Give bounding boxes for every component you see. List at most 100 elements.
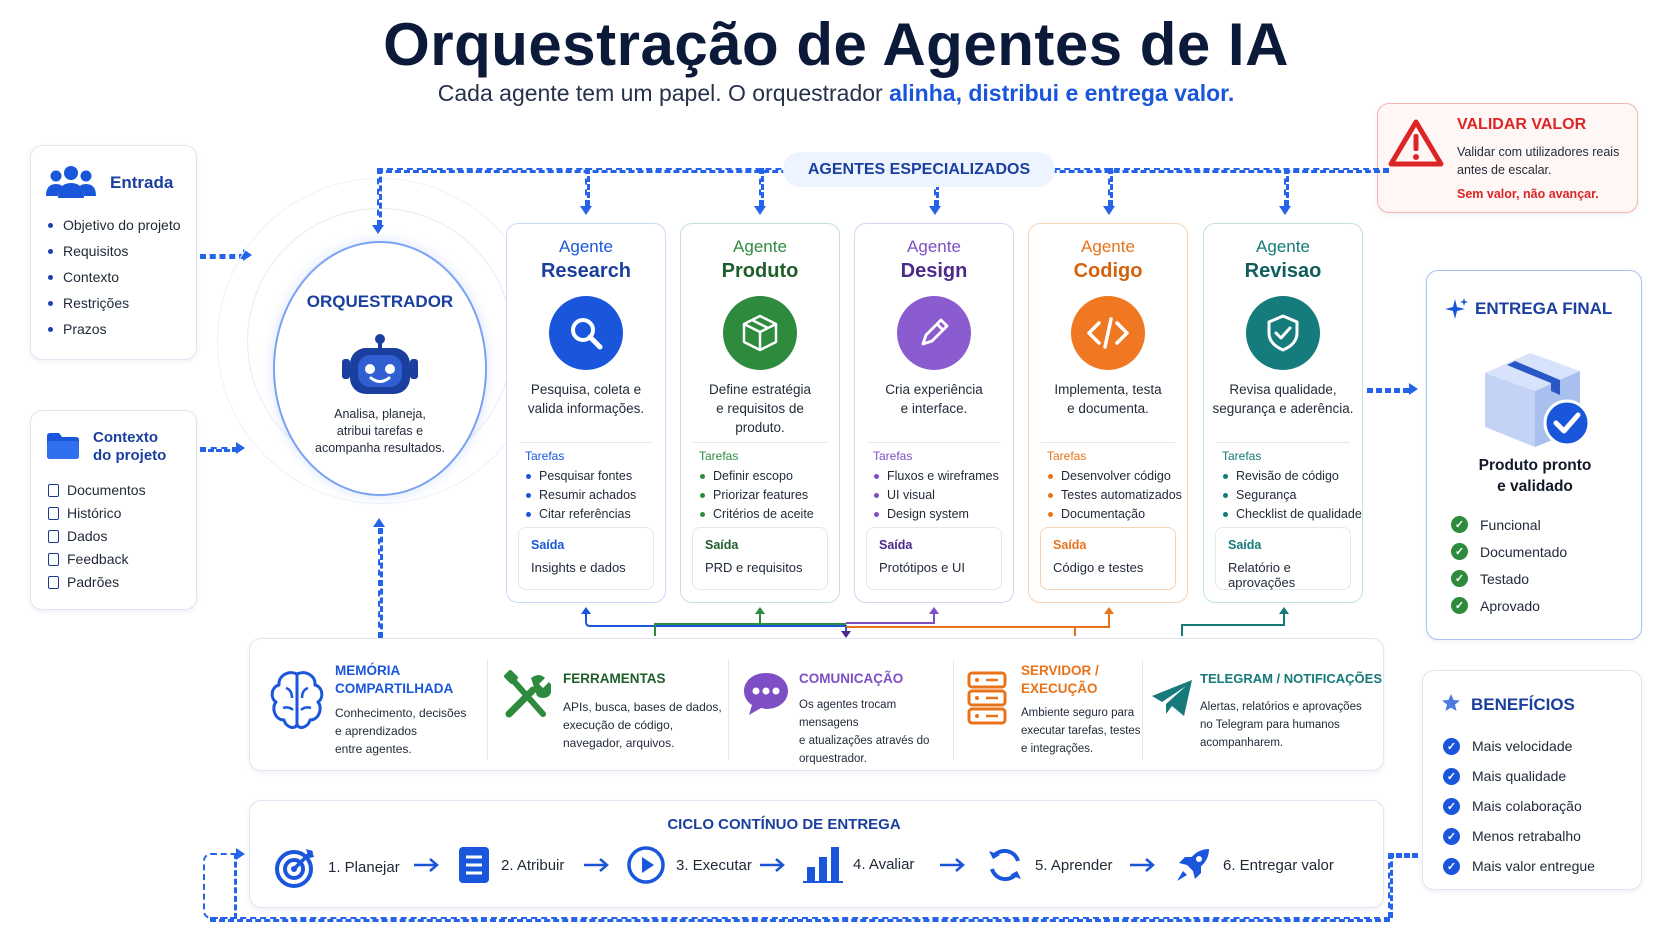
input-title: Entrada [110,173,174,192]
final-checklist: ✓Funcional ✓Documentado ✓Testado ✓Aprova… [1451,511,1567,619]
document-icon [48,507,59,520]
refresh-icon [989,848,1021,882]
pen-icon [897,296,971,370]
step-label: 6. Entregar valor [1223,856,1334,874]
package-check-icon [1485,353,1591,447]
list-item: UI visual [873,486,1013,505]
context-list: Documentos Histórico Dados Feedback Padr… [48,479,146,594]
final-arrow-line [1367,388,1409,393]
agent-description: Revisa qualidade,segurança e aderência. [1204,380,1362,436]
agent-prefix: Agente [1256,237,1310,256]
desc-line: Implementa, testa [1054,382,1162,397]
agent-connector [585,168,590,206]
document-icon [48,484,59,497]
list-item: Fluxos e wireframes [873,467,1013,486]
list-item-label: Dados [67,528,108,544]
context-arrow-head [236,442,245,454]
list-item: Desenvolver código [1047,467,1187,486]
desc-line: Os agentes trocam mensagens [799,699,897,729]
list-item: Feedback [48,548,146,571]
desc-line: segurança e aderência. [1212,401,1354,416]
final-title: ENTREGA FINAL [1475,299,1613,318]
agent-arrow-head [754,206,766,215]
list-item: Segurança [1222,486,1362,505]
desc-line: orquestrador. [799,753,867,765]
list-item-label: Documentado [1480,543,1568,560]
divider [953,660,954,760]
server-icon [967,671,1007,725]
list-item: Critérios de aceite [699,505,839,524]
context-title-1: Contexto [93,429,158,446]
folder-icon [47,433,79,459]
check-icon: ✓ [1451,516,1468,533]
step-label: 2. Atribuir [501,856,565,874]
list-item-label: Mais velocidade [1472,738,1573,754]
list-item: ✓Documentado [1451,538,1567,565]
divider [1041,442,1175,443]
subtitle-highlight: alinha, distribui e entrega valor. [889,80,1235,106]
agent-name: Research [540,260,632,282]
divider [693,442,827,443]
agent-card-revisao: Agente Revisao Revisa qualidade,seguranç… [1203,223,1363,603]
list-item: ✓Mais colaboração [1443,791,1595,821]
agent-arrow-head [1279,206,1291,215]
desc-line: entre agentes. [335,742,412,756]
play-icon [627,846,665,884]
divider [867,442,1001,443]
list-item: Dados [48,525,146,548]
desc-line: APIs, busca, bases de dados, [563,700,722,714]
agent-prefix: Agente [733,237,787,256]
check-icon: ✓ [1451,597,1468,614]
robot-icon [342,334,418,394]
desc-line: e atualizações através do [799,735,930,747]
tool-title: COMUNICAÇÃO [799,671,904,686]
desc-line: produto. [735,420,785,435]
tool-memory: MEMÓRIA COMPARTILHADA Conhecimento, deci… [335,662,485,797]
list-item: Contexto [47,264,181,290]
orchestrator-connector-down [377,168,382,226]
list-item: Revisão de código [1222,467,1362,486]
list-item-label: Mais qualidade [1472,768,1567,784]
cycle-step-learn: 5. Aprender [985,845,1113,885]
document-icon [48,530,59,543]
tasks-label: Tarefas [699,449,739,463]
agent-connector [759,168,764,206]
check-icon: ✓ [1443,767,1460,785]
list-item: Citar referências [525,505,665,524]
list-item: Testes automatizados [1047,486,1187,505]
desc-line: Ambiente seguro para [1021,707,1135,719]
list-item: Restrições [47,290,181,316]
agent-prefix: Agente [1081,237,1135,256]
list-item: ✓Funcional [1451,511,1567,538]
cycle-loop-head [236,848,245,860]
tool-title: SERVIDOR / [1021,663,1099,678]
benefits-title: BENEFÍCIOS [1471,695,1575,714]
context-card: Contexto do projeto Documentos Histórico… [30,410,197,610]
list-item: Pesquisar fontes [525,467,665,486]
desc-line: Pesquisa, coleta e [530,382,642,397]
agent-description: Pesquisa, coleta e valida informações. [507,380,665,436]
agent-connector [1284,168,1289,206]
divider [1216,442,1350,443]
agent-connector [1108,168,1113,206]
desc-line: valida informações. [527,401,645,416]
output-value: Insights e dados [531,560,626,575]
output-label: Saída [879,538,913,552]
output-value: Código e testes [1053,560,1144,575]
list-item: ✓Menos retrabalho [1443,821,1595,851]
page-title: Orquestração de Agentes de IA [383,11,1289,78]
check-icon: ✓ [1443,827,1460,845]
list-doc-icon [459,847,489,883]
final-product-1: Produto pronto [1478,457,1592,474]
cycle-title: CICLO CONTÍNUO DE ENTREGA [667,816,901,833]
list-item: Definir escopo [699,467,839,486]
step-label: 4. Avaliar [853,855,915,873]
agent-prefix: Agente [559,237,613,256]
